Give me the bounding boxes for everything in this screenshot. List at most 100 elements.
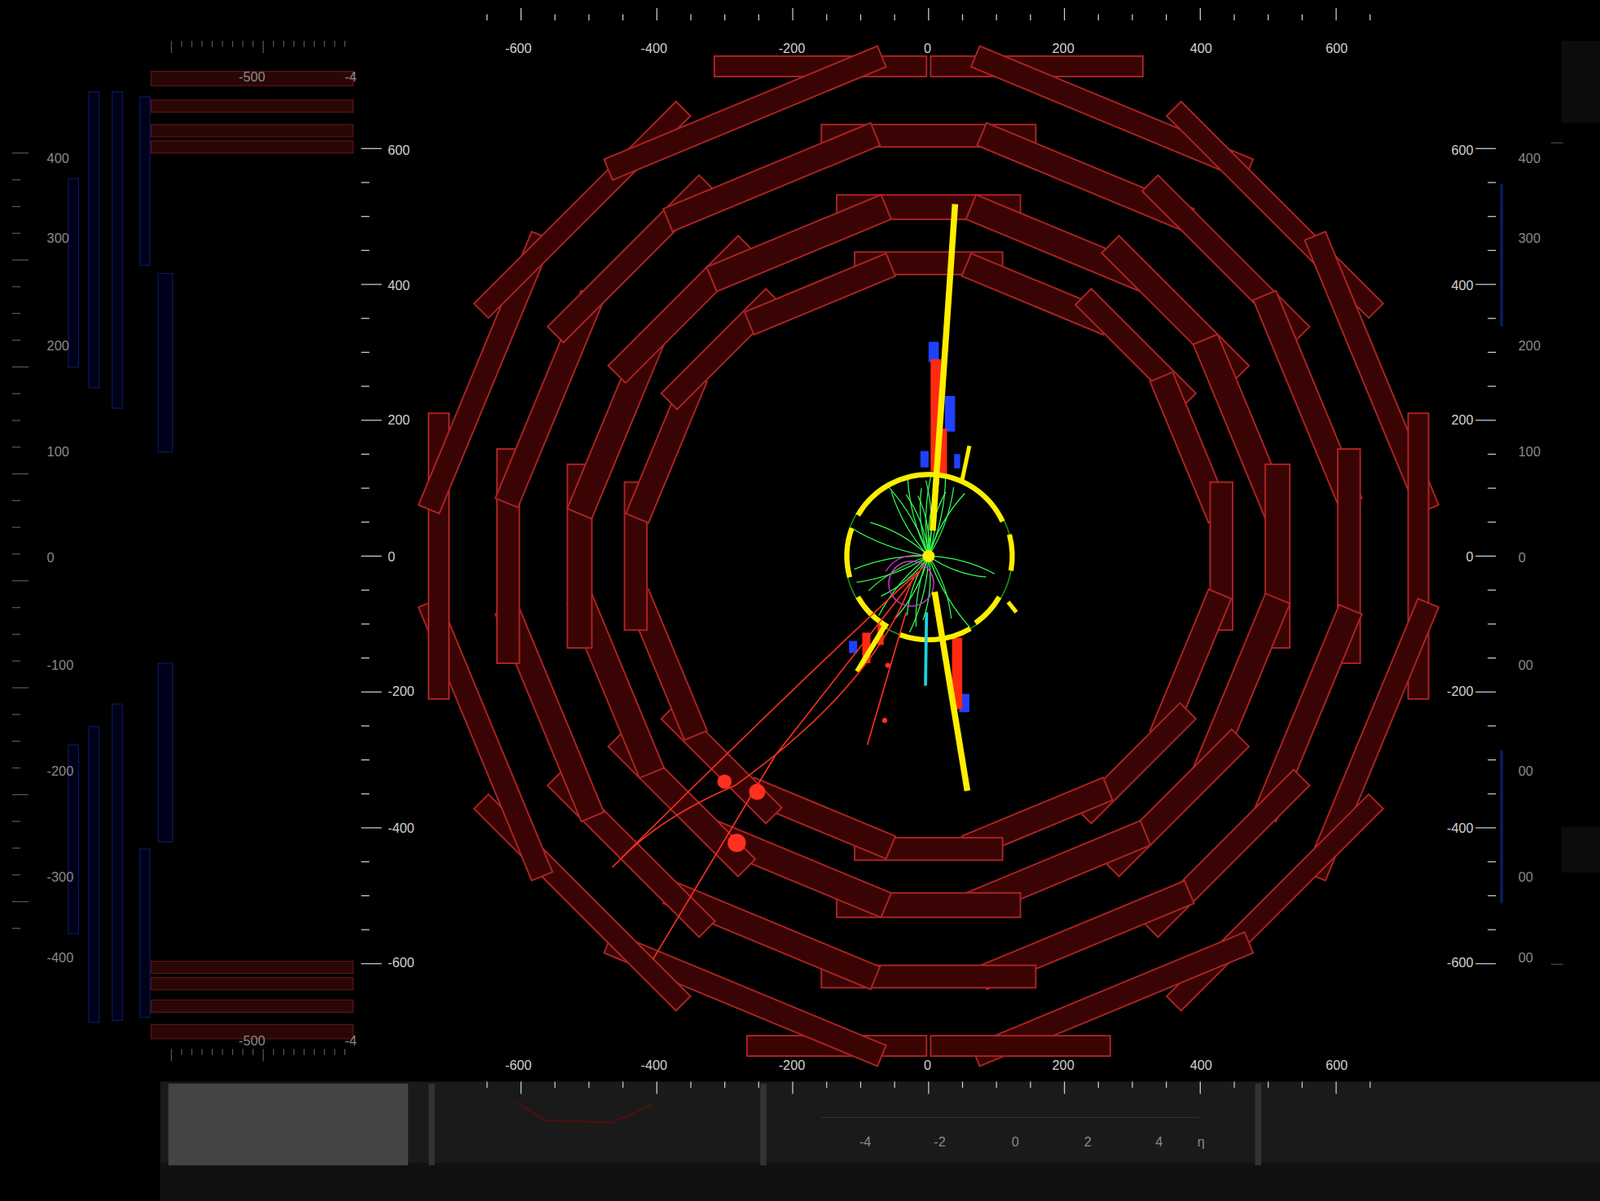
axis-tick [360,962,382,964]
axis-tick [588,14,590,22]
axis-label: 200 [1518,338,1541,352]
axis-tick [1335,8,1337,21]
muon-chamber [1166,794,1384,1011]
axis-label: 100 [1518,443,1541,458]
axis-label: 300 [47,231,70,245]
axis-tick [554,1081,556,1088]
axis-tick [826,1081,827,1088]
axis-tick [12,366,29,368]
axis-tick [1487,521,1496,523]
axis-label: -600 [505,1057,532,1071]
axis-tick [191,40,193,48]
axis-tick [201,1048,203,1055]
axis-tick [360,487,370,489]
axis-tick [360,895,370,897]
axis-label: -200 [47,764,75,778]
axis-tick [360,385,370,387]
axis-tick [588,1081,590,1088]
axis-tick [1131,14,1133,22]
axis-tick [1487,623,1496,625]
particle-track [928,556,995,575]
axis-tick [360,826,382,828]
axis-tick [758,1081,760,1088]
axis-tick [263,40,264,53]
axis-label: 600 [1325,1057,1348,1071]
axis-tick [360,861,370,862]
eta-axis-label: -2 [933,1134,946,1148]
axis-label: -400 [1446,821,1474,835]
axis-tick [1063,1081,1065,1094]
axis-label: 400 [47,151,70,165]
axis-label: 200 [47,338,70,352]
axis-label: -4 [344,1032,357,1047]
axis-label: -200 [778,41,806,55]
axis-tick [520,1081,522,1094]
axis-label: 200 [387,413,410,427]
axis-tick [1131,1081,1133,1088]
axis-tick [1487,487,1496,489]
axis-tick [1487,725,1496,726]
axis-tick [360,725,370,726]
axis-tick [894,14,896,22]
axis-label: -600 [1446,955,1474,969]
axis-label: 00 [1518,657,1534,671]
axis-tick [1487,317,1496,319]
axis-tick [690,14,691,22]
axis-label: -400 [641,41,669,55]
axis-tick [171,40,172,53]
axis-tick [927,1081,929,1094]
axis-tick [283,1048,285,1055]
axis-tick [232,1048,233,1055]
axis-tick [12,767,21,769]
axis-tick [12,660,21,662]
axis-label: 400 [387,277,410,291]
muon-chamber [744,253,896,335]
axis-tick [12,633,21,635]
axis-tick [1200,8,1201,21]
axis-tick [313,1048,315,1055]
axis-tick [272,40,274,48]
axis-label: 0 [1466,549,1474,563]
axis-tick [1487,385,1496,387]
calorimeter-deposit [1009,534,1012,571]
particle-track [928,556,970,628]
axis-label: 400 [1450,277,1473,291]
axis-tick [12,500,21,502]
axis-tick [12,339,21,341]
muon-chamber [474,794,691,1011]
axis-tick [690,1081,691,1088]
axis-tick [1165,1081,1167,1088]
axis-tick [221,1048,223,1055]
muon-chamber [1166,794,1384,1011]
axis-label: 0 [387,549,396,563]
axis-tick [360,657,370,659]
axis-tick [894,1081,896,1088]
axis-tick [1475,962,1496,964]
axis-tick [1301,1081,1303,1088]
axis-tick [360,317,370,319]
axis-tick [12,232,21,234]
axis-tick [12,419,21,421]
particle-track [857,556,929,583]
axis-tick [12,285,21,287]
axis-tick [12,527,21,528]
axis-tick [1369,14,1371,22]
axis-tick [1267,1081,1269,1088]
axis-tick [724,14,726,22]
axis-tick [360,793,370,795]
axis-tick [303,40,305,48]
axis-label: -200 [387,684,415,698]
axis-tick [360,453,370,455]
axis-label: 600 [1325,41,1348,55]
muon-chamber [474,101,691,319]
axis-tick [1487,759,1496,761]
axis-tick [344,1048,346,1055]
axis-tick [860,1081,862,1088]
axis-tick [221,40,223,48]
axis-label: -300 [47,870,75,884]
axis-tick [1165,14,1167,22]
axis-tick [180,40,182,48]
axis-tick [1487,657,1496,659]
axis-tick [1301,14,1303,22]
axis-tick [360,181,370,183]
